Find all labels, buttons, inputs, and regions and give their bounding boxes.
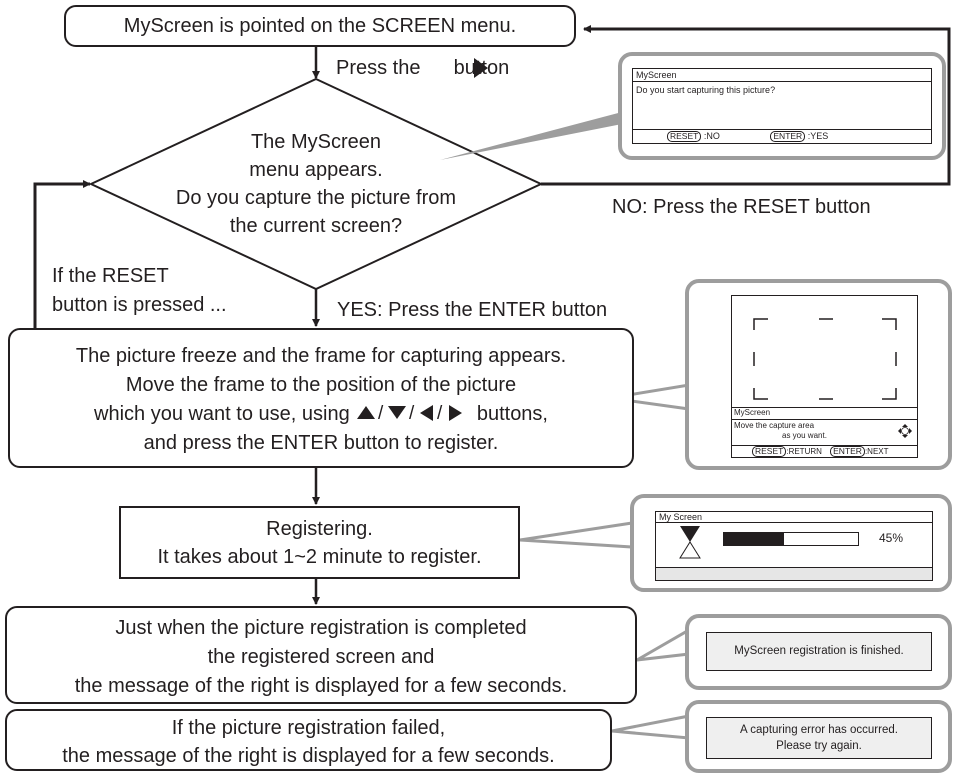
press-label: Press the button	[336, 56, 509, 80]
capture-panel-title: MyScreen	[732, 408, 917, 420]
completed-line: the registered screen and	[207, 646, 435, 668]
capture-line-3: which you want to use, using / / / butto…	[94, 403, 548, 425]
completed-box: Just when the picture registration is co…	[5, 606, 637, 704]
start-box: MyScreen is pointed on the SCREEN menu.	[64, 5, 576, 47]
error-message: A capturing error has occurred. Please t…	[706, 717, 932, 759]
decision-line: menu appears.	[249, 159, 383, 181]
capture-footer: RESET:RETURN ENTER:NEXT	[732, 445, 917, 458]
start-text: MyScreen is pointed on the SCREEN menu.	[123, 15, 517, 37]
failed-line: If the picture registration failed,	[171, 717, 446, 739]
capture-line: The picture freeze and the frame for cap…	[75, 345, 567, 367]
progress-footer	[656, 567, 932, 580]
error-message-callout: A capturing error has occurred. Please t…	[685, 700, 952, 773]
registering-line: It takes about 1~2 minute to register.	[157, 546, 482, 568]
yes-label: YES: Press the ENTER button	[337, 299, 608, 321]
dialog-title: MyScreen	[633, 69, 931, 82]
completed-line: the message of the right is displayed fo…	[74, 675, 568, 697]
failed-box: If the picture registration failed, the …	[5, 709, 612, 771]
reset-note-line: If the RESET	[52, 265, 169, 287]
error-line: Please try again.	[776, 740, 862, 752]
finished-message: MyScreen registration is finished.	[706, 632, 932, 671]
enter-next-action: :NEXT	[864, 447, 889, 456]
move-cross-icon	[898, 424, 912, 438]
decision-text: The MyScreen menu appears. Do you captur…	[116, 128, 516, 240]
dialog-question: Do you start capturing this picture?	[636, 85, 776, 95]
progress-bar	[723, 532, 859, 546]
capture-instruction: Move the capture area	[734, 421, 815, 430]
completed-line: Just when the picture registration is co…	[115, 617, 527, 639]
reset-key: RESET	[752, 446, 787, 457]
decision-line: The MyScreen	[250, 131, 382, 153]
capture-frame-marks	[753, 318, 897, 400]
press-label-after: button	[453, 57, 510, 79]
reset-key: RESET	[667, 131, 702, 142]
dialog-footer: RESET :NO ENTER :YES	[633, 129, 931, 143]
progress-screen-callout: My Screen 45%	[630, 494, 952, 592]
failed-line: the message of the right is displayed fo…	[62, 745, 555, 767]
progress-bar-fill	[724, 533, 785, 545]
progress-dialog: My Screen 45%	[655, 511, 933, 581]
enter-yes-action: :YES	[807, 131, 829, 141]
capture-line: and press the ENTER button to register.	[143, 432, 499, 454]
confirm-dialog: MyScreen Do you start capturing this pic…	[632, 68, 932, 144]
svg-text:/: /	[409, 404, 415, 422]
enter-key: ENTER	[830, 446, 865, 457]
capture-screen: MyScreen Move the capture area as you wa…	[731, 295, 918, 458]
capture-panel: MyScreen Move the capture area as you wa…	[732, 407, 917, 458]
capture-screen-callout: MyScreen Move the capture area as you wa…	[685, 279, 952, 470]
reset-note: If the RESET button is pressed ...	[52, 262, 227, 320]
reset-note-line: button is pressed ...	[52, 294, 227, 316]
reset-return-action: :RETURN	[786, 447, 822, 456]
finished-message-callout: MyScreen registration is finished.	[685, 614, 952, 690]
progress-title: My Screen	[656, 512, 932, 523]
error-line: A capturing error has occurred.	[740, 724, 898, 736]
progress-percent: 45%	[879, 531, 904, 545]
registering-line: Registering.	[266, 518, 373, 540]
capture-box: The picture freeze and the frame for cap…	[8, 328, 634, 468]
decision-line: Do you capture the picture from	[175, 187, 457, 209]
svg-text:/: /	[437, 404, 443, 422]
hourglass-icon	[679, 526, 701, 559]
decision-line: the current screen?	[229, 215, 403, 237]
confirm-screen-callout: MyScreen Do you start capturing this pic…	[618, 52, 946, 160]
reset-no-action: :NO	[703, 131, 720, 141]
capture-instruction: as you want.	[782, 431, 827, 440]
right-triangle-icon	[474, 58, 488, 78]
svg-text:/: /	[378, 404, 384, 422]
press-label-before: Press the	[336, 57, 421, 79]
registering-box: Registering. It takes about 1~2 minute t…	[119, 506, 520, 579]
capture-line: Move the frame to the position of the pi…	[125, 374, 517, 396]
no-label: NO: Press the RESET button	[612, 196, 871, 218]
arrow-keys-icon: / / /	[357, 404, 463, 422]
enter-key: ENTER	[770, 131, 806, 142]
